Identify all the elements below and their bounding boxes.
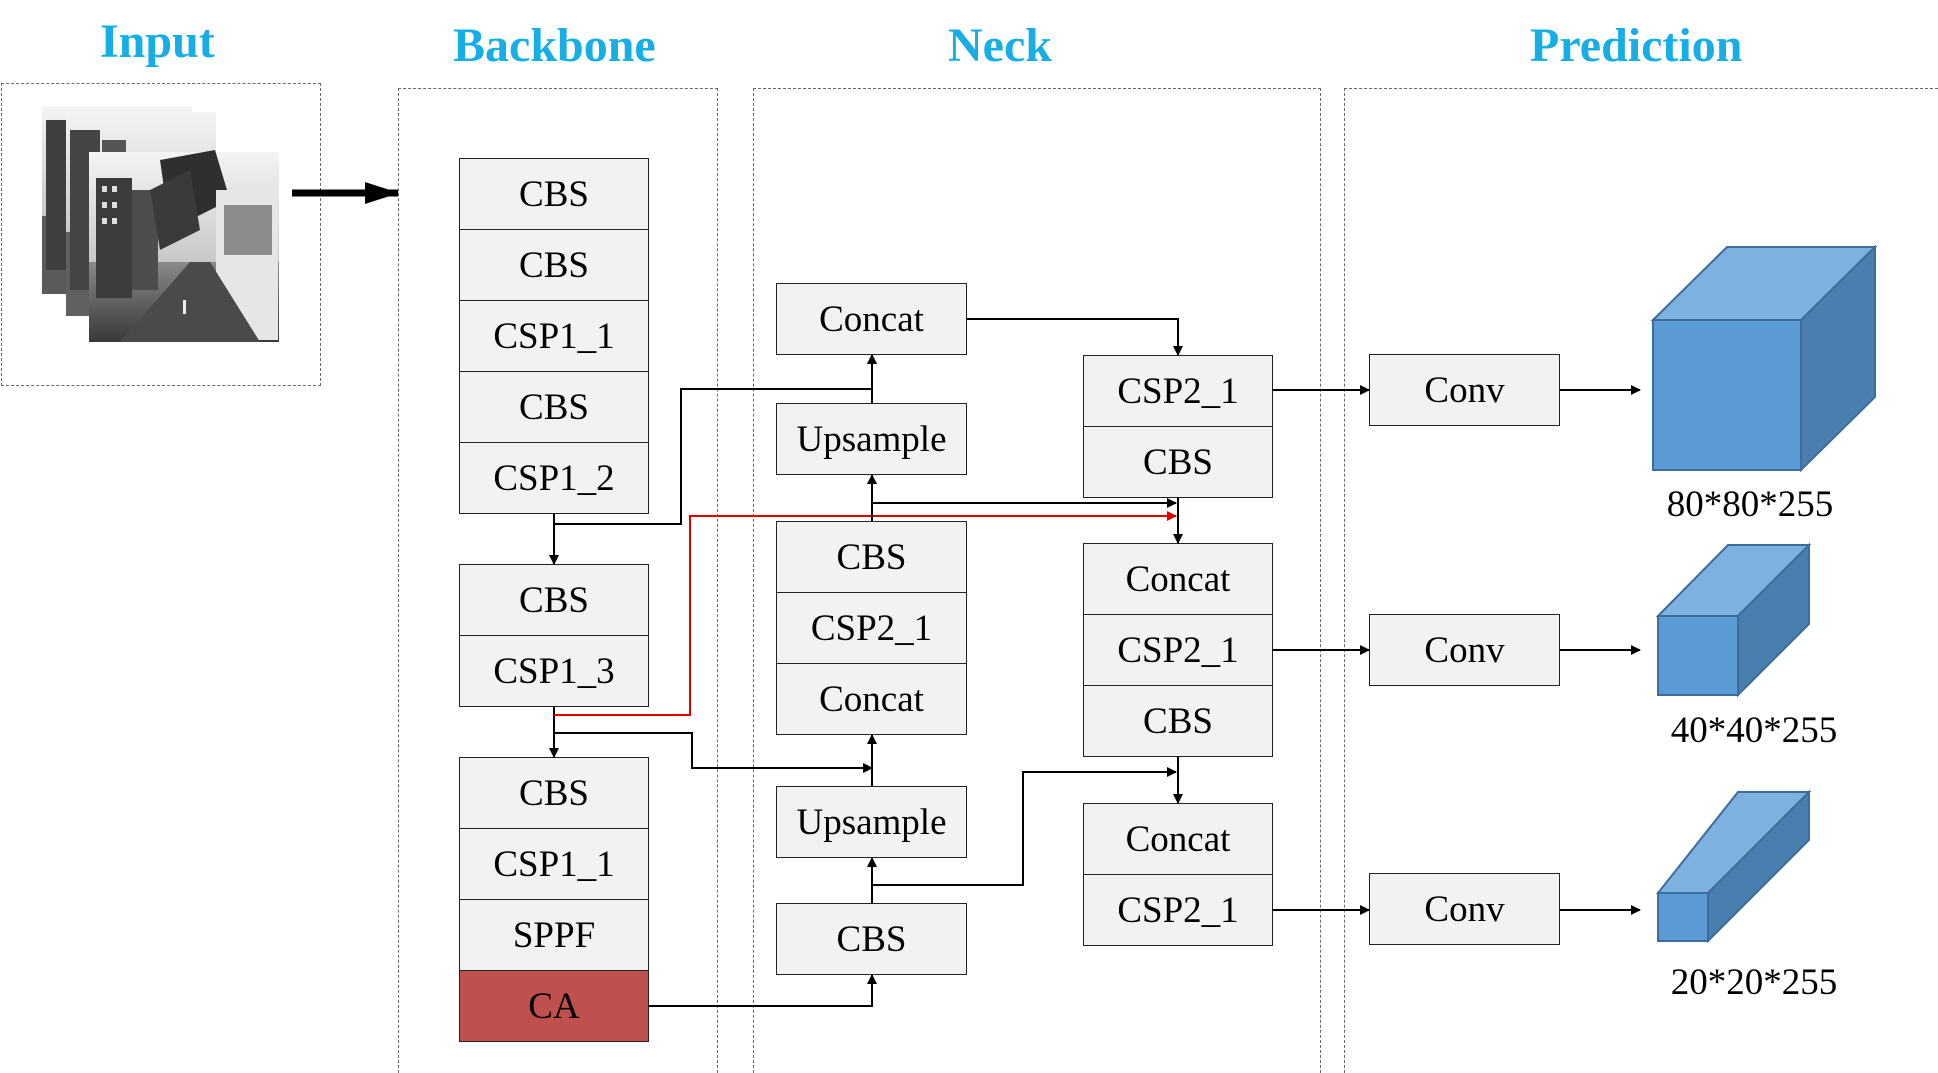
backbone-ca-block: CA — [459, 970, 649, 1042]
neck-upsample-top: Upsample — [776, 403, 967, 475]
backbone-g3-block-0: CBS — [459, 757, 649, 829]
neck-c2-s3-block-1: CSP2_1 — [1083, 874, 1273, 946]
backbone-g1-block-1: CBS — [459, 229, 649, 301]
input-frame — [1, 83, 321, 386]
pred-conv-2: Conv — [1369, 614, 1560, 686]
neck-frame — [753, 88, 1321, 1073]
backbone-g1-block-3: CBS — [459, 371, 649, 443]
neck-c2-s2-block-0: Concat — [1083, 543, 1273, 615]
title-backbone: Backbone — [453, 19, 656, 72]
neck-cbs-bottom: CBS — [776, 903, 967, 975]
title-neck: Neck — [948, 19, 1052, 72]
neck-c1-stack-block-1: CSP2_1 — [776, 592, 967, 664]
neck-c2-s1-block-0: CSP2_1 — [1083, 355, 1273, 427]
neck-c1-stack-block-2: Concat — [776, 663, 967, 735]
backbone-g2-block-1: CSP1_3 — [459, 635, 649, 707]
pred-conv-3: Conv — [1369, 873, 1560, 945]
backbone-frame — [398, 88, 718, 1073]
neck-c2-s2-block-1: CSP2_1 — [1083, 614, 1273, 686]
backbone-g1-block-4: CSP1_2 — [459, 442, 649, 514]
backbone-g2-block-0: CBS — [459, 564, 649, 636]
backbone-g3-block-1: CSP1_1 — [459, 828, 649, 900]
output-cube-medium — [1655, 542, 1812, 698]
neck-upsample-bottom: Upsample — [776, 786, 967, 858]
pred-conv-1: Conv — [1369, 354, 1560, 426]
prediction-frame — [1344, 88, 1938, 1073]
pred-shape-label-1: 80*80*255 — [1666, 484, 1834, 525]
input-image-stack-icon — [42, 106, 279, 342]
title-input: Input — [100, 15, 215, 68]
title-prediction: Prediction — [1530, 19, 1743, 72]
pred-shape-label-2: 40*40*255 — [1670, 710, 1838, 751]
backbone-g3-block-2: SPPF — [459, 899, 649, 971]
backbone-g1-block-2: CSP1_1 — [459, 300, 649, 372]
output-cube-large — [1650, 244, 1878, 473]
red-skip-connection — [554, 511, 1177, 716]
neck-c2-s2-block-2: CBS — [1083, 685, 1273, 757]
neck-c2-s3-block-0: Concat — [1083, 803, 1273, 875]
neck-c2-s1-block-1: CBS — [1083, 426, 1273, 498]
neck-c1-stack-block-0: CBS — [776, 521, 967, 593]
pred-shape-label-3: 20*20*255 — [1670, 962, 1838, 1003]
backbone-g1-block-0: CBS — [459, 158, 649, 230]
output-cube-small — [1655, 789, 1812, 944]
